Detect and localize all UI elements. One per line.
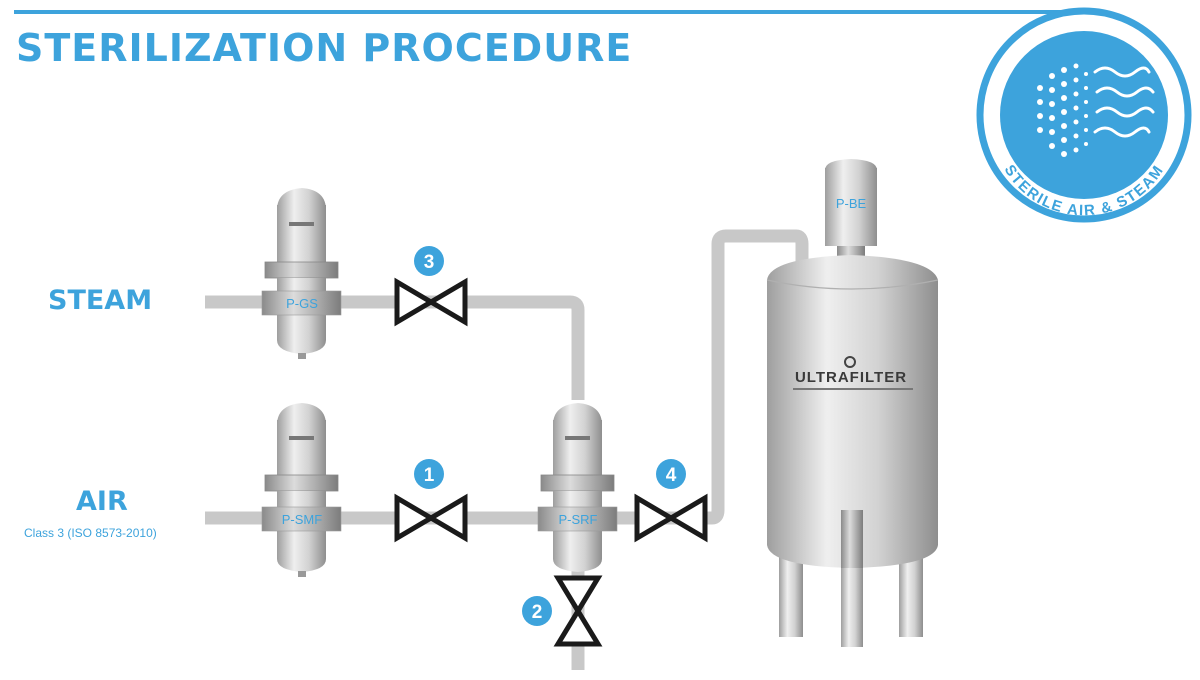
valve-3[interactable] <box>394 277 468 327</box>
steam-pipe <box>205 295 585 400</box>
valve-marker-2: 2 <box>522 596 552 626</box>
steam-label: STEAM <box>48 285 153 316</box>
filter-p-be <box>825 159 877 256</box>
valve-marker-4: 4 <box>656 459 686 489</box>
sterile-vessel <box>766 255 939 647</box>
valve-marker-1: 1 <box>414 459 444 489</box>
filter-p-srf <box>537 403 618 572</box>
air-class-label: Class 3 (ISO 8573-2010) <box>24 526 157 540</box>
vessel-brand: ULTRAFILTER <box>795 369 907 386</box>
filter-p-gs <box>261 188 342 359</box>
valve-2[interactable] <box>553 575 603 647</box>
sterile-badge: STERILE AIR & STEAM <box>976 7 1192 223</box>
valve-number-3: 3 <box>424 252 435 273</box>
valve-number-2: 2 <box>532 602 543 623</box>
filter-label-p-srf: P-SRF <box>559 512 598 527</box>
filter-label-p-gs: P-GS <box>286 296 318 311</box>
outlet-pipe <box>615 229 809 525</box>
filter-p-smf <box>261 403 342 577</box>
filter-label-p-smf: P-SMF <box>282 512 323 527</box>
filter-label-p-be: P-BE <box>836 196 867 211</box>
dots-icon <box>1037 63 1088 157</box>
page-title: STERILIZATION PROCEDURE <box>16 26 633 70</box>
valve-number-1: 1 <box>424 465 435 486</box>
air-label: AIR <box>76 486 128 517</box>
valve-marker-3: 3 <box>414 246 444 276</box>
valve-4[interactable] <box>634 493 708 543</box>
valve-1[interactable] <box>394 493 468 543</box>
air-flow-icon <box>1093 66 1155 138</box>
valve-number-4: 4 <box>666 465 677 486</box>
